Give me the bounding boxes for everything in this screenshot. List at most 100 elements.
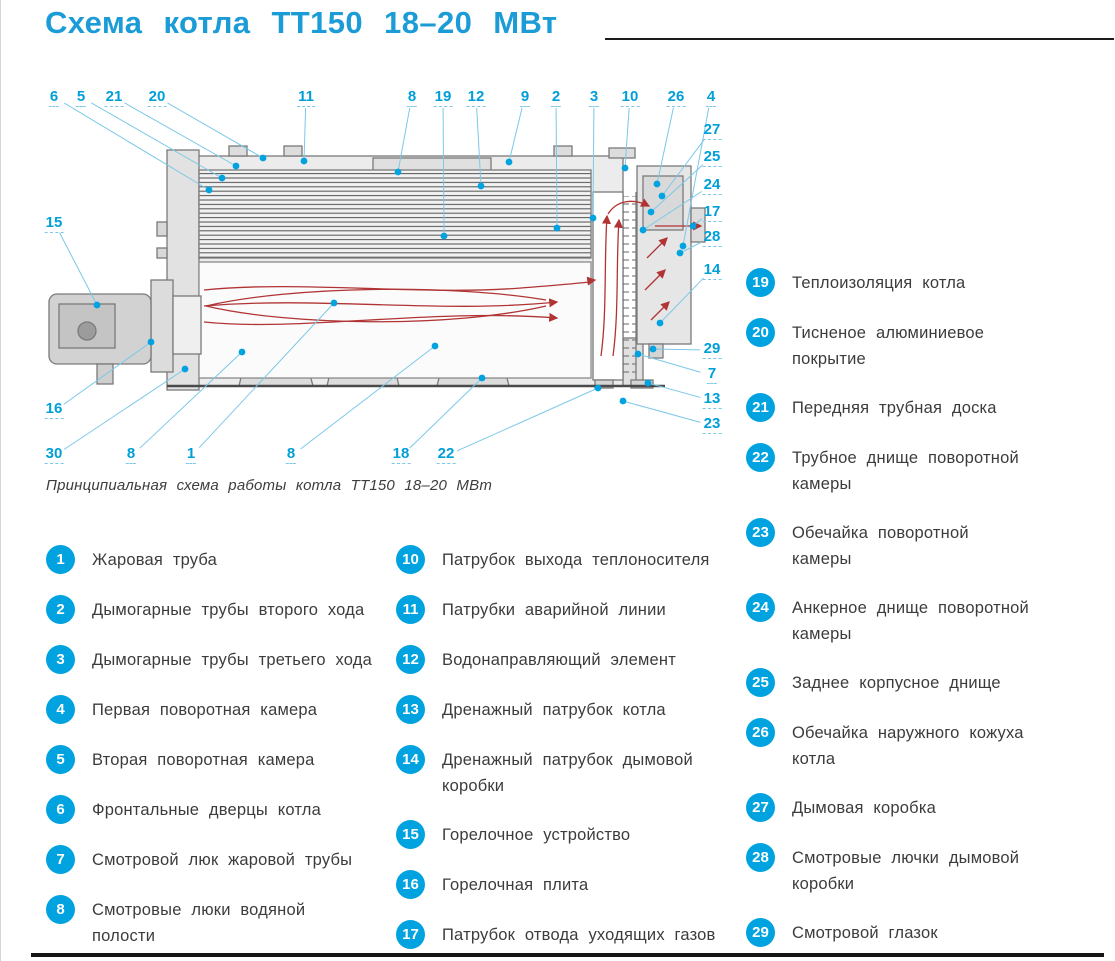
legend-label: Заднее корпусное днище <box>792 674 1001 692</box>
callout-27-14: 27 <box>702 121 722 140</box>
anchor-dot-14 <box>656 319 664 327</box>
legend-number-badge: 5 <box>46 745 75 774</box>
legend-label: Патрубок отвода уходящих газов <box>442 926 716 944</box>
legend-label: Обечайка поворотной камеры <box>792 524 969 568</box>
anchor-dot-21 <box>232 162 240 170</box>
legend-number-badge: 8 <box>46 895 75 924</box>
anchor-dot-8 <box>431 342 439 350</box>
anchor-dot-9 <box>505 158 513 166</box>
legend-number-badge: 13 <box>396 695 425 724</box>
legend-label: Трубное днище поворотной камеры <box>792 449 1019 493</box>
legend-item-14: 14 Дренажный патрубок дымовой коробки <box>396 745 716 799</box>
callout-8-29: 8 <box>285 445 297 464</box>
anchor-dot-30 <box>181 365 189 373</box>
legend-item-5: 5 Вторая поворотная камера <box>46 745 386 774</box>
legend-label: Анкерное днище поворотной камеры <box>792 599 1029 643</box>
callout-14-19: 14 <box>702 261 722 280</box>
legend-number-badge: 17 <box>396 920 425 949</box>
boiler-body <box>48 145 706 391</box>
anchor-dot-10 <box>621 164 629 172</box>
legend-number-badge: 11 <box>396 595 425 624</box>
boiler-diagram <box>48 102 710 452</box>
anchor-dot-2 <box>553 224 561 232</box>
anchor-dot-19 <box>440 232 448 240</box>
legend-number-badge: 2 <box>46 595 75 624</box>
legend-label: Вторая поворотная камера <box>92 751 315 769</box>
legend-label: Смотровой глазок <box>792 924 938 942</box>
legend-number-badge: 7 <box>46 845 75 874</box>
legend-number-badge: 14 <box>396 745 425 774</box>
anchor-dot-4 <box>679 242 687 250</box>
legend-label: Смотровые люки водяной полости <box>92 901 306 945</box>
legend-number-badge: 20 <box>746 318 775 347</box>
callout-30-26: 30 <box>44 445 64 464</box>
anchor-dot-16 <box>147 338 155 346</box>
legend-item-22: 22 Трубное днище поворотной камеры <box>746 443 1071 497</box>
callout-26-12: 26 <box>666 88 686 107</box>
legend-label: Смотровой люк жаровой трубы <box>92 851 353 869</box>
callout-18-30: 18 <box>391 445 411 464</box>
anchor-dot-20 <box>259 154 267 162</box>
legend-number-badge: 15 <box>396 820 425 849</box>
legend-label: Обечайка наружного кожуха котла <box>792 724 1024 768</box>
legend-number-badge: 16 <box>396 870 425 899</box>
legend-label: Патрубок выхода теплоносителя <box>442 551 710 569</box>
legend-number-badge: 22 <box>746 443 775 472</box>
callout-20-3: 20 <box>147 88 167 107</box>
anchor-dot-5 <box>218 174 226 182</box>
anchor-dot-28 <box>676 249 684 257</box>
legend-label: Дренажный патрубок дымовой коробки <box>442 751 693 795</box>
callout-12-7: 12 <box>466 88 486 107</box>
callout-11-4: 11 <box>297 88 315 107</box>
legend-number-badge: 24 <box>746 593 775 622</box>
legend-item-6: 6 Фронтальные дверцы котла <box>46 795 386 824</box>
legend-label: Жаровая труба <box>92 551 218 569</box>
legend-item-8: 8 Смотровые люки водяной полости <box>46 895 386 949</box>
anchor-dot-22 <box>594 384 602 392</box>
legend-number-badge: 19 <box>746 268 775 297</box>
callout-23-23: 23 <box>702 415 722 434</box>
legend-label: Дымогарные трубы второго хода <box>92 601 365 619</box>
legend-label: Тисненое алюминиевое покрытие <box>792 324 985 368</box>
legend-number-badge: 28 <box>746 843 775 872</box>
callout-25-15: 25 <box>702 148 722 167</box>
anchor-dot-13 <box>644 379 652 387</box>
page-title: Схема котла ТТ150 18–20 МВт <box>45 5 558 40</box>
legend-item-17: 17 Патрубок отвода уходящих газов <box>396 920 716 949</box>
legend-item-24: 24 Анкерное днище поворотной камеры <box>746 593 1071 647</box>
legend-number-badge: 6 <box>46 795 75 824</box>
callout-19-6: 19 <box>433 88 453 107</box>
anchor-dot-26 <box>653 180 661 188</box>
anchor-dot-15 <box>93 301 101 309</box>
callout-7-21: 7 <box>706 365 718 384</box>
callout-29-20: 29 <box>702 340 722 359</box>
callout-15-24: 15 <box>44 214 64 233</box>
legend-column-1: 1 Жаровая труба 2 Дымогарные трубы второго … <box>46 545 386 961</box>
legend-item-20: 20 Тисненое алюминиевое покрытие <box>746 318 1071 372</box>
anchor-dot-8 <box>394 168 402 176</box>
callout-8-27: 8 <box>125 445 137 464</box>
callout-4-13: 4 <box>705 88 717 107</box>
legend-number-badge: 1 <box>46 545 75 574</box>
anchor-dot-6 <box>205 186 213 194</box>
anchor-dot-7 <box>634 350 642 358</box>
legend-number-badge: 26 <box>746 718 775 747</box>
diagram-caption: Принципиальная схема работы котла ТТ150 … <box>46 477 493 494</box>
anchor-dot-23 <box>619 397 627 405</box>
legend-label: Фронтальные дверцы котла <box>92 801 321 819</box>
anchor-dot-18 <box>478 374 486 382</box>
